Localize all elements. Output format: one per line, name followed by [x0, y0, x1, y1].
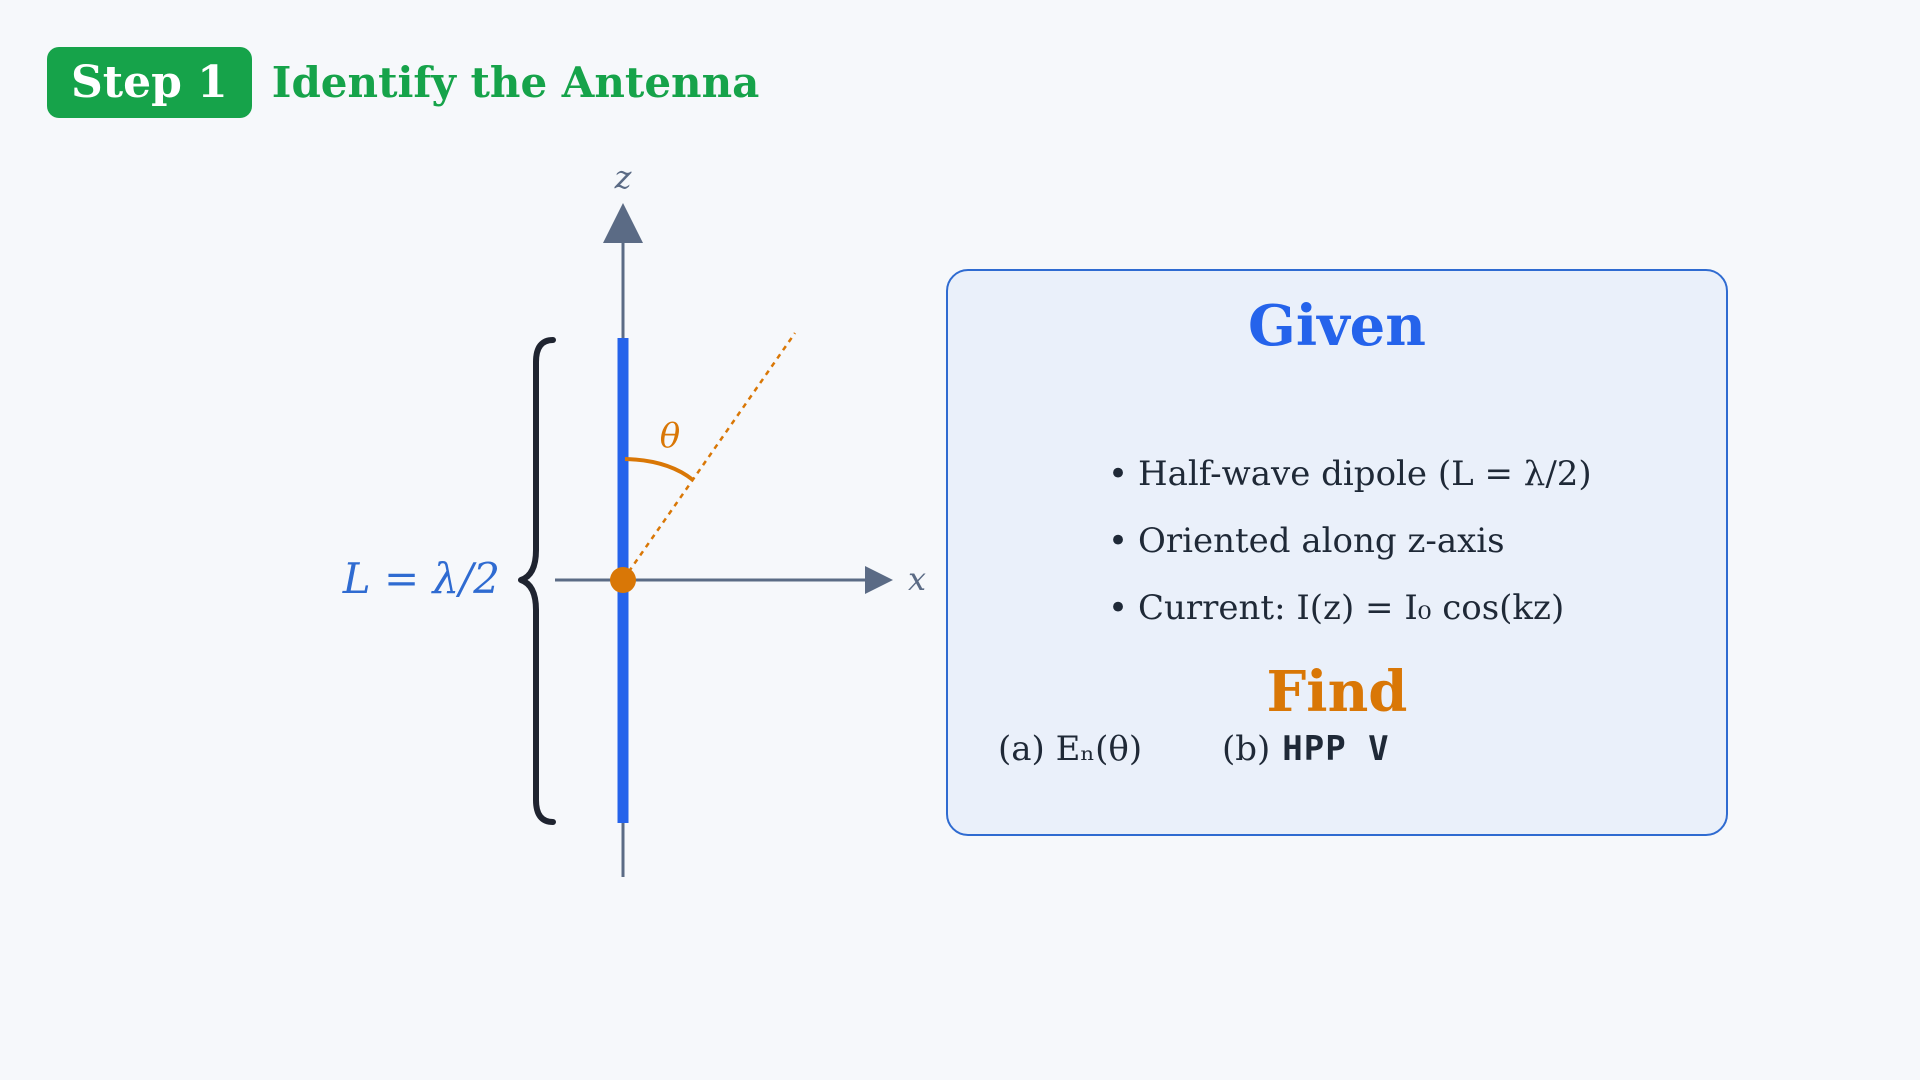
step-badge: Step 1: [47, 47, 252, 118]
given-item: •Oriented along z-axis: [1108, 508, 1592, 575]
theta-label: θ: [660, 416, 680, 456]
given-title: Given: [1248, 293, 1426, 359]
x-axis-label: x: [908, 560, 926, 598]
observation-direction-line: [621, 332, 797, 581]
given-item-text: Half-wave dipole (L = λ/2): [1138, 454, 1592, 494]
bullet: •: [1108, 588, 1129, 628]
feed-point: [610, 567, 636, 593]
given-panel: Given •Half-wave dipole (L = λ/2) •Orien…: [946, 269, 1728, 836]
find-item-b-prefix: (b): [1222, 729, 1271, 769]
bullet: •: [1108, 521, 1129, 561]
given-item-text: Current: I(z) = I₀ cos(kz): [1138, 588, 1565, 628]
find-title: Find: [1266, 659, 1408, 725]
given-item: •Half-wave dipole (L = λ/2): [1108, 441, 1592, 508]
x-axis-arrow: [865, 566, 893, 594]
length-brace: [518, 337, 556, 825]
z-axis-arrow: [603, 203, 643, 243]
bullet: •: [1108, 454, 1129, 494]
theta-arc: [624, 457, 695, 482]
given-item: •Current: I(z) = I₀ cos(kz): [1108, 575, 1592, 642]
find-row: (a) Eₙ(θ) (b) HPP V: [998, 729, 1390, 769]
z-axis-label: z: [614, 158, 633, 196]
given-item-text: Oriented along z-axis: [1138, 521, 1505, 561]
length-label: L = λ/2: [342, 554, 500, 603]
given-list: •Half-wave dipole (L = λ/2) •Oriented al…: [1108, 441, 1592, 642]
step-header: Step 1 Identify the Antenna: [47, 47, 759, 118]
find-item-b-text: HPP V: [1282, 729, 1390, 769]
find-item-a: (a) Eₙ(θ): [998, 729, 1143, 769]
step-title: Identify the Antenna: [271, 58, 760, 107]
